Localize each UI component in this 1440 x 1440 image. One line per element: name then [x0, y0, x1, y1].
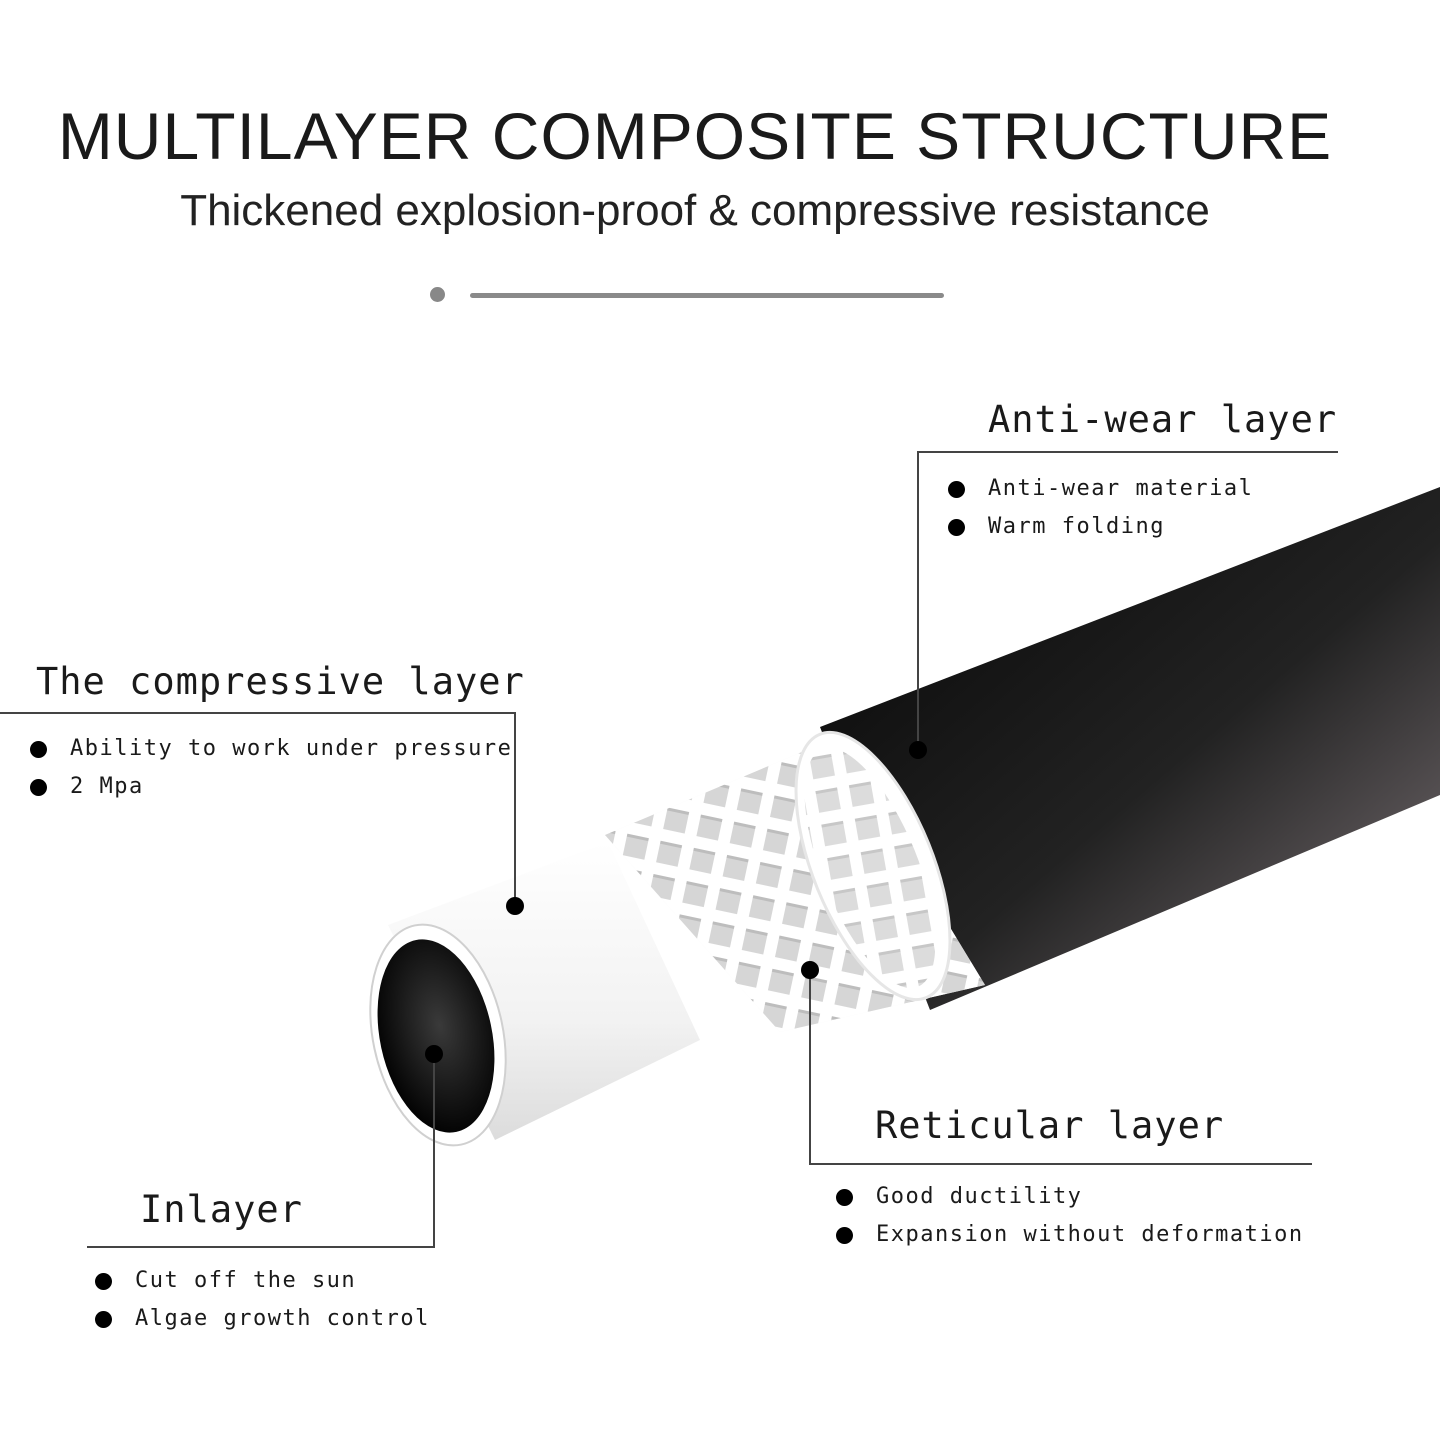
leader-reticular	[809, 970, 1312, 1165]
bullet-icon	[95, 1273, 112, 1290]
inlayer-shape	[369, 923, 507, 1147]
bullet-icon	[836, 1189, 853, 1206]
page-title: MULTILAYER COMPOSITE STRUCTURE	[57, 99, 1333, 173]
compressive-list: Ability to work under pressure 2 Mpa	[30, 730, 512, 806]
compressive-heading: The compressive layer	[36, 660, 525, 703]
list-item: Ability to work under pressure	[30, 730, 512, 768]
list-item: Expansion without deformation	[836, 1216, 1304, 1254]
bullet-icon	[948, 519, 965, 536]
leader-inlayer	[87, 1054, 435, 1248]
leader-anti-wear	[917, 451, 1338, 750]
list-item: Cut off the sun	[95, 1262, 430, 1300]
bullet-icon	[836, 1227, 853, 1244]
reticular-heading: Reticular layer	[875, 1104, 1225, 1147]
pointer-dot-reticular	[801, 961, 819, 979]
list-item: 2 Mpa	[30, 768, 512, 806]
bullet-icon	[948, 481, 965, 498]
pointer-dot-inlayer	[425, 1045, 443, 1063]
divider-dot	[430, 287, 445, 302]
pointer-dot-anti-wear	[909, 741, 927, 759]
list-item: Warm folding	[948, 508, 1253, 546]
page-subtitle: Thickened explosion-proof & compressive …	[180, 186, 1210, 235]
bullet-icon	[95, 1311, 112, 1328]
divider-line	[470, 293, 944, 298]
list-item: Good ductility	[836, 1178, 1304, 1216]
inlayer-list: Cut off the sun Algae growth control	[95, 1262, 430, 1338]
reticular-list: Good ductility Expansion without deforma…	[836, 1178, 1304, 1254]
anti-wear-list: Anti-wear material Warm folding	[948, 470, 1253, 546]
leader-compressive	[0, 712, 516, 906]
list-item: Algae growth control	[95, 1300, 430, 1338]
anti-wear-layer-shape	[820, 487, 1440, 1010]
list-item: Anti-wear material	[948, 470, 1253, 508]
anti-wear-heading: Anti-wear layer	[988, 398, 1338, 441]
bullet-icon	[30, 741, 47, 758]
leader-lines	[0, 451, 1338, 1248]
pointer-dot-compressive	[506, 897, 524, 915]
inlayer-heading: Inlayer	[140, 1188, 303, 1231]
bullet-icon	[30, 779, 47, 796]
